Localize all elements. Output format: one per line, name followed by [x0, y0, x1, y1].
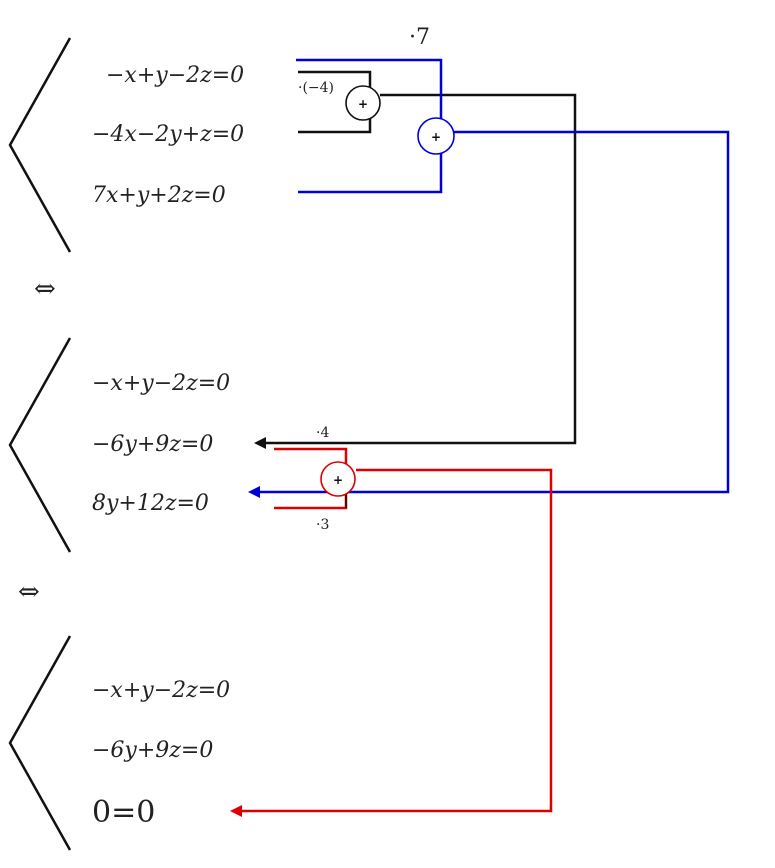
- red-plus-sign: +: [333, 473, 343, 487]
- system2-brace: [8, 337, 72, 553]
- system3-brace: [8, 635, 72, 851]
- blue-arrowhead: [248, 486, 260, 498]
- system2-eq1: −x+y−2z=0: [92, 371, 230, 396]
- system3-eq2: −6y+9z=0: [92, 738, 213, 763]
- system1-brace: [8, 37, 72, 253]
- black-arrowhead: [254, 437, 266, 449]
- system1-eq1: −x+y−2z=0: [106, 63, 244, 88]
- equivalence-symbol-1: ⇔: [34, 274, 56, 304]
- system1-eq3: 7x+y+2z=0: [92, 183, 226, 208]
- red-combination-path: [240, 447, 553, 813]
- system2-eq3: 8y+12z=0: [92, 491, 209, 516]
- black-combination-path: [262, 70, 577, 445]
- equivalence-symbol-2: ⇔: [18, 577, 40, 607]
- multiplier-4: ·4: [316, 425, 329, 441]
- black-plus-sign: +: [358, 97, 368, 111]
- system3-eq1: −x+y−2z=0: [92, 678, 230, 703]
- multiplier-7: ·7: [409, 25, 430, 50]
- system2-eq2: −6y+9z=0: [92, 432, 213, 457]
- multiplier-3: ·3: [316, 517, 329, 533]
- red-arrowhead: [230, 805, 242, 817]
- system3-eq3: 0=0: [92, 795, 155, 830]
- black-plus-circle: [345, 85, 381, 121]
- multiplier-neg4: ·(−4): [298, 80, 334, 96]
- red-plus-circle: [320, 461, 356, 497]
- blue-plus-sign: +: [431, 130, 441, 144]
- blue-plus-circle: [417, 117, 455, 155]
- system1-eq2: −4x−2y+z=0: [92, 122, 244, 147]
